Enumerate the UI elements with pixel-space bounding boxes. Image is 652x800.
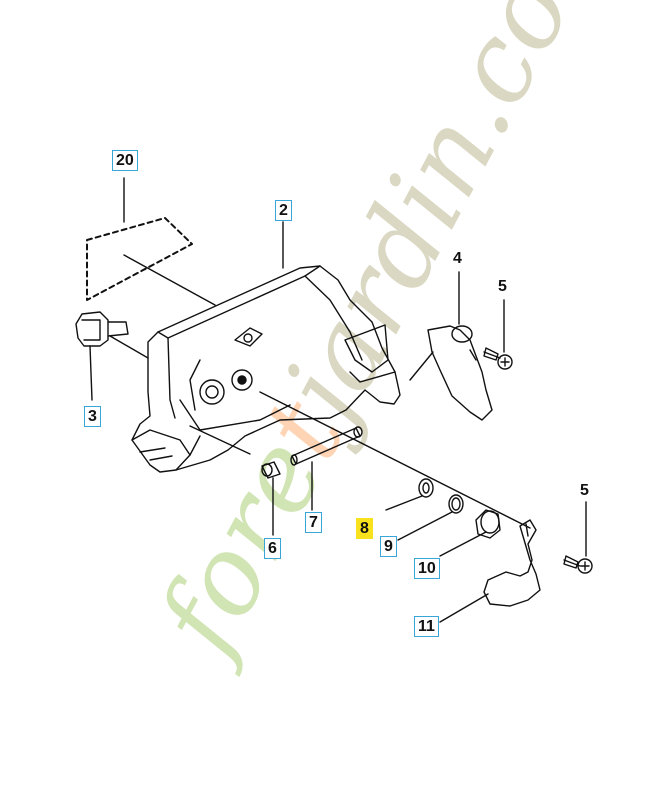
part-5a-screw[interactable] [483, 347, 513, 370]
assembly-axis-2 [189, 425, 251, 455]
callout-3[interactable]: 3 [84, 406, 101, 427]
part-2-clutch-cover[interactable] [131, 265, 401, 473]
callout-11[interactable]: 11 [414, 616, 439, 637]
callout-6[interactable]: 6 [264, 538, 281, 559]
leader-3b [109, 335, 149, 359]
label-5b[interactable]: 5 [580, 482, 589, 499]
callout-7[interactable]: 7 [305, 512, 322, 533]
callout-20[interactable]: 20 [112, 150, 138, 171]
leader-9b [397, 511, 453, 541]
leader-10 [439, 531, 487, 557]
part-11-guard[interactable] [483, 519, 541, 607]
leader-3 [89, 345, 93, 401]
part-7-stud[interactable] [290, 426, 363, 466]
part-6-bushing[interactable] [261, 461, 281, 479]
callout-9[interactable]: 9 [380, 536, 397, 557]
part-20-sticker[interactable] [86, 217, 193, 301]
leader-20b [123, 254, 216, 306]
part-3-connector[interactable] [75, 311, 129, 347]
leader-11 [439, 593, 489, 623]
part-5b-screw[interactable] [563, 555, 593, 574]
callout-10[interactable]: 10 [414, 558, 440, 579]
leader-9 [385, 495, 423, 511]
callout-2[interactable]: 2 [275, 200, 292, 221]
part-9-washer[interactable] [418, 478, 434, 498]
assembly-axis [259, 391, 531, 529]
part-4-plate[interactable] [427, 325, 493, 421]
part-9b-ring[interactable] [448, 494, 464, 514]
part-10-nut[interactable] [475, 509, 501, 539]
label-4[interactable]: 4 [453, 250, 462, 267]
leader-4b [409, 351, 434, 381]
callout-8[interactable]: 8 [356, 518, 373, 539]
label-5a[interactable]: 5 [498, 278, 507, 295]
